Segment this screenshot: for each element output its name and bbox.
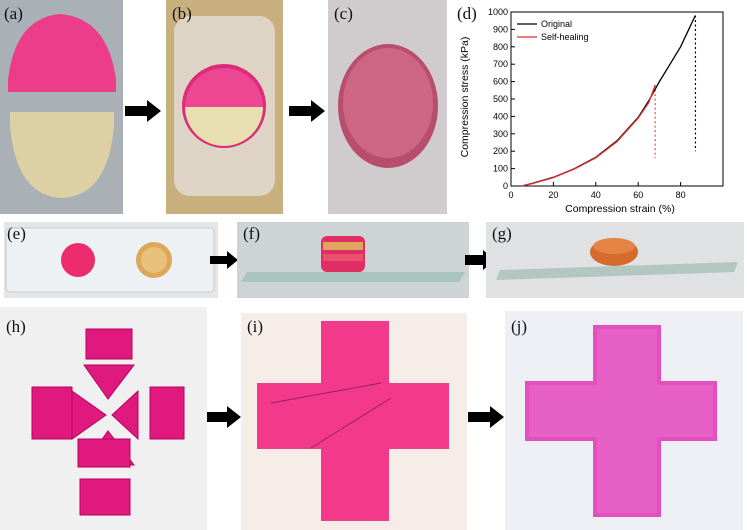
panel-a-photo: (a)	[0, 0, 123, 214]
arrow-right-icon	[207, 406, 241, 428]
x-tick-label: 40	[591, 190, 601, 200]
healed-cross-image	[241, 313, 467, 530]
panel-g-photo: (g)	[486, 222, 744, 298]
healed-disc-image	[328, 0, 447, 214]
x-tick-label: 80	[676, 190, 686, 200]
panel-b-photo: (b)	[166, 0, 283, 214]
panel-label-f: (f)	[243, 224, 260, 243]
arrow-right-icon	[125, 100, 161, 122]
fused-disc-image	[486, 222, 744, 298]
arrow-right-icon	[210, 251, 238, 269]
panel-label-g: (g)	[492, 224, 512, 243]
panel-label-b: (b)	[172, 4, 192, 23]
y-tick-label: 600	[493, 77, 508, 87]
panel-j-photo: (j)	[505, 311, 743, 530]
panel-i-photo: (i)	[241, 313, 467, 530]
gel-halves-image	[0, 0, 123, 214]
panel-label-a: (a)	[4, 4, 23, 23]
y-axis-label: Compression stress (kPa)	[459, 37, 471, 158]
merged-gel-image	[166, 0, 283, 214]
panel-e-photo: (e)	[4, 222, 218, 298]
x-axis-label: Compression strain (%)	[565, 203, 675, 215]
y-tick-label: 200	[493, 146, 508, 156]
panel-label-i: (i)	[247, 317, 264, 336]
y-tick-label: 400	[493, 111, 508, 121]
panel-h-photo: (h)	[0, 307, 207, 530]
series-line-self-healing	[521, 84, 656, 187]
y-tick-label: 1000	[488, 7, 508, 17]
x-tick-label: 60	[633, 190, 643, 200]
y-tick-label: 500	[493, 94, 508, 104]
stacked-discs-image	[237, 222, 469, 298]
legend-label: Original	[541, 19, 572, 29]
y-tick-label: 800	[493, 42, 508, 52]
y-tick-label: 900	[493, 24, 508, 34]
x-tick-label: 0	[508, 190, 513, 200]
panel-label-d: (d)	[457, 4, 477, 23]
panel-label-j: (j)	[511, 317, 528, 336]
arrow-right-icon	[468, 406, 504, 428]
two-discs-image	[4, 222, 218, 298]
y-tick-label: 100	[493, 164, 508, 174]
panel-f-photo: (f)	[237, 222, 469, 298]
legend-label: Self-healing	[541, 32, 589, 42]
x-tick-label: 20	[548, 190, 558, 200]
panel-c-photo: (c)	[328, 0, 447, 214]
y-tick-label: 700	[493, 59, 508, 69]
arrow-right-icon	[289, 100, 325, 122]
y-tick-label: 300	[493, 129, 508, 139]
y-tick-label: 0	[503, 181, 508, 191]
final-cross-image	[505, 311, 743, 530]
panel-label-c: (c)	[334, 4, 353, 23]
cross-pieces-image	[0, 307, 207, 530]
panel-label-h: (h)	[6, 317, 26, 336]
panel-label-e: (e)	[7, 224, 26, 243]
